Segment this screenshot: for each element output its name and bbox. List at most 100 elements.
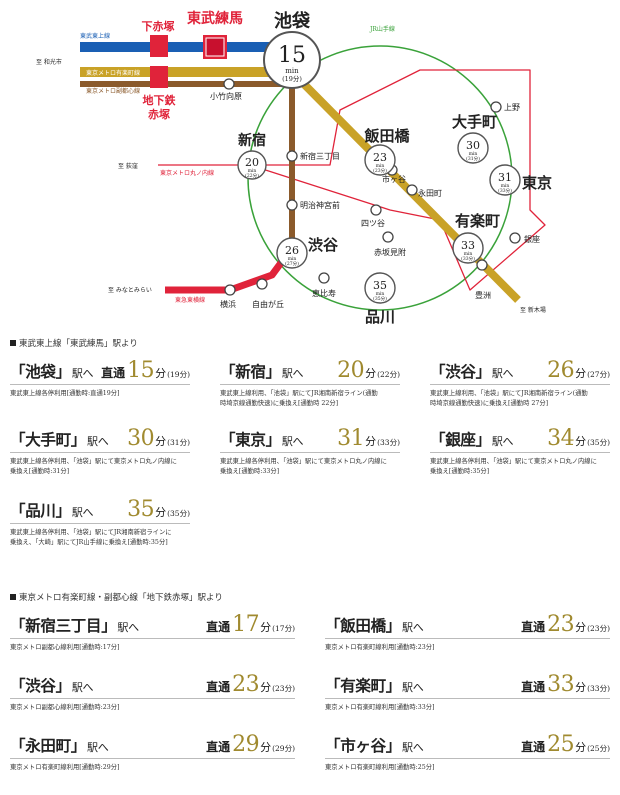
hub-minutes: 35 — [373, 279, 387, 292]
station-name: 「永田町」 — [10, 736, 87, 755]
travel-time: 30分(31分) — [125, 426, 190, 451]
destination-name: 「渋谷」駅へ — [10, 674, 94, 696]
eki-suffix: 駅へ — [491, 435, 514, 448]
hub-minutes: 31 — [498, 171, 512, 184]
route-note: 東武東上線各停利用、「池袋」駅にてJR湘南新宿ラインに 乗換え、「大崎」駅にてJ… — [10, 529, 172, 546]
station-label-otemachi: 大手町 — [452, 113, 497, 131]
ikebukuro-min-label: min — [285, 67, 299, 75]
peak-time: (19分) — [167, 370, 190, 379]
route-note: 東武東上線各停利用、「池袋」駅にて東京メトロ丸ノ内線に 乗換え[通勤時:31分] — [10, 458, 177, 475]
card-header: 「新宿」駅へ 20分(22分) — [220, 358, 400, 385]
card-header: 「飯田橋」駅へ直通23分(23分) — [325, 612, 610, 639]
station-label-shimo-akatsuka: 下赤塚 — [142, 19, 175, 33]
station-label-shibuya: 渋谷 — [308, 236, 339, 254]
line-label-yurakucho-line: 東京メトロ有楽町線 — [86, 69, 140, 77]
line-label-marunouchi-line: 東京メトロ丸ノ内線 — [160, 169, 214, 177]
minutes-value: 31 — [337, 426, 365, 451]
eki-suffix: 駅へ — [281, 435, 304, 448]
station-dot-jiyugaoka — [256, 278, 268, 290]
route-card: 「渋谷」駅へ直通23分(23分)東京メトロ副都心線利用[通勤時:23分] — [10, 672, 295, 713]
eki-suffix: 駅へ — [71, 681, 94, 694]
minutes-unit: 分 — [260, 681, 272, 694]
station-label-ueno: 上野 — [504, 103, 520, 112]
route-note: 東京メトロ有楽町線利用[通勤時:33分] — [325, 704, 435, 711]
eki-suffix: 駅へ — [71, 367, 94, 380]
card-header: 「池袋」駅へ直通15分(19分) — [10, 358, 190, 385]
hub-peak: (33分) — [498, 187, 512, 194]
peak-time: (35分) — [167, 509, 190, 518]
minutes-unit: 分 — [575, 367, 587, 380]
station-name: 「東京」 — [220, 430, 281, 449]
station-label-chikatetsu-akatsuka-1: 地下鉄 — [143, 93, 177, 107]
station-name: 「渋谷」 — [430, 362, 491, 381]
station-dot-ginza — [509, 232, 521, 244]
card-header: 「市ヶ谷」駅へ直通25分(25分) — [325, 732, 610, 759]
destination-name: 「渋谷」駅へ — [430, 360, 514, 382]
station-label-shinagawa: 品川 — [365, 308, 395, 326]
station-dot-yokohama — [224, 284, 236, 296]
minutes-unit: 分 — [365, 435, 377, 448]
peak-time: (31分) — [167, 438, 190, 447]
station-label-nagatacho: 永田町 — [418, 188, 442, 198]
marunouchi-line — [158, 69, 546, 291]
hub-peak: (31分) — [466, 155, 480, 162]
peak-time: (22分) — [377, 370, 400, 379]
hub-circle-yurakucho — [452, 232, 484, 264]
destination-name: 「有楽町」駅へ — [325, 674, 424, 696]
hub-circle-shinjuku — [237, 150, 267, 180]
destination-name: 「市ヶ谷」駅へ — [325, 734, 424, 756]
station-name: 「銀座」 — [430, 430, 491, 449]
peak-time: (29分) — [272, 744, 295, 753]
hub-min-label: min — [501, 183, 510, 189]
travel-time: 26分(27分) — [545, 358, 610, 383]
station-dot-shinjuku-sanchome — [286, 150, 298, 162]
direct-label: 直通 — [206, 680, 231, 694]
station-label-ginza: 銀座 — [524, 234, 540, 244]
bullet-square-icon — [10, 340, 16, 346]
route-card: 「永田町」駅へ直通29分(29分)東京メトロ有楽町線利用[通勤時:29分] — [10, 732, 295, 773]
peak-time: (17分) — [272, 624, 295, 633]
direction-label-to-shinkiba: 至 新木場 — [520, 306, 546, 314]
travel-time: 直通15分(19分) — [101, 358, 190, 383]
eki-suffix: 駅へ — [402, 741, 424, 754]
line-label-tobu-tojo: 東武東上線 — [80, 32, 110, 40]
route-note: 東京メトロ有楽町線利用[通勤時:25分] — [325, 764, 435, 771]
card-header: 「渋谷」駅へ 26分(27分) — [430, 358, 610, 385]
route-note: 東武東上線利用、「池袋」駅にてJR湘南新宿ライン(通勤 時埼京線通勤快速)に乗換… — [430, 390, 588, 407]
station-label-ebisu: 恵比寿 — [312, 288, 336, 298]
route-note: 東京メトロ副都心線利用[通勤時:17分] — [10, 644, 120, 651]
route-card: 「有楽町」駅へ直通33分(33分)東京メトロ有楽町線利用[通勤時:33分] — [325, 672, 610, 713]
station-name: 「有楽町」 — [325, 676, 402, 695]
hub-min-label: min — [469, 151, 478, 157]
station-dot-nagatacho — [406, 184, 418, 196]
minutes-unit: 分 — [575, 621, 587, 634]
minutes-unit: 分 — [365, 367, 377, 380]
station-label-ichigaya: 市ヶ谷 — [382, 174, 406, 184]
destination-name: 「品川」駅へ — [10, 499, 94, 521]
minutes-value: 20 — [337, 358, 365, 383]
station-dot-meiji-jingumae — [286, 199, 298, 211]
minutes-unit: 分 — [155, 506, 167, 519]
minutes-value: 26 — [547, 358, 575, 383]
station-name: 「市ヶ谷」 — [325, 736, 402, 755]
peak-time: (23分) — [587, 624, 610, 633]
direct-label: 直通 — [206, 620, 231, 634]
direction-label-to-ogikubo: 至 荻窪 — [118, 162, 138, 170]
ikebukuro-peak: (19分) — [282, 74, 302, 83]
direct-label: 直通 — [521, 740, 546, 754]
home-station-marker-inner — [205, 37, 225, 57]
station-label-jiyugaoka: 自由が丘 — [252, 299, 284, 309]
direction-label-to-wakoshi: 至 和光市 — [36, 58, 62, 66]
hub-peak: (33分) — [461, 255, 475, 262]
minutes-value: 29 — [232, 732, 260, 757]
minutes-value: 23 — [232, 672, 260, 697]
station-dot-kotake-mukaihara — [223, 78, 235, 90]
travel-time: 20分(22分) — [335, 358, 400, 383]
destination-name: 「新宿」駅へ — [220, 360, 304, 382]
destination-name: 「東京」駅へ — [220, 428, 304, 450]
